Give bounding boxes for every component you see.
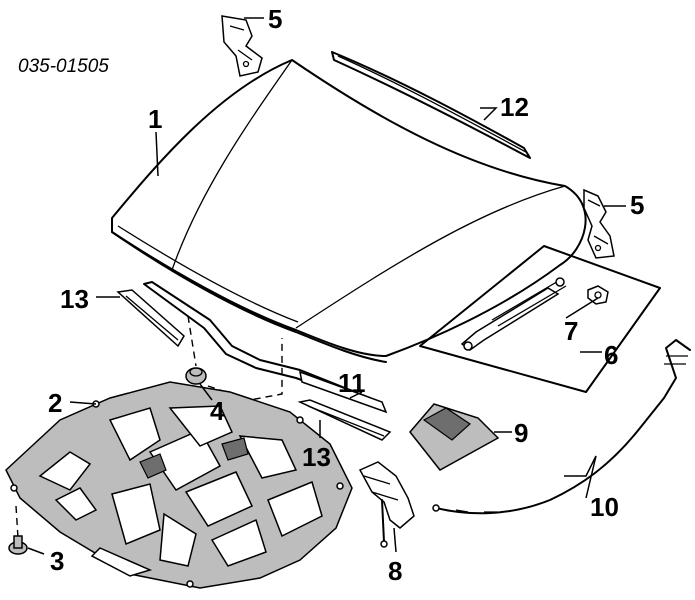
callout-1: 1 (148, 104, 162, 134)
hood-insulator-clip (8, 505, 28, 555)
hood-latch (358, 461, 415, 548)
callout-3: 3 (50, 546, 64, 576)
hood-strip (299, 370, 388, 414)
callout-12: 12 (500, 92, 529, 122)
hood-bracket-left (116, 289, 185, 348)
hood-hinge-left (221, 15, 263, 77)
callout-4: 4 (210, 396, 225, 426)
callout-5-top: 5 (268, 4, 282, 34)
hood-panel (111, 59, 587, 363)
hood-release-cable (432, 339, 691, 515)
callout-5-right: 5 (630, 190, 644, 220)
hood-seal (331, 51, 531, 159)
callout-8: 8 (388, 556, 402, 586)
hood-bumper (185, 367, 207, 385)
part-code-label: 035-01505 (18, 56, 109, 77)
leader-lines (27, 17, 626, 555)
callout-2: 2 (48, 388, 62, 418)
callout-13-lower: 13 (302, 442, 331, 472)
callout-11: 11 (338, 368, 366, 398)
lift-support-clip (587, 285, 609, 305)
callout-6: 6 (604, 340, 618, 370)
alignment-line-rod (207, 338, 283, 401)
alignment-line-bumper (187, 315, 197, 367)
callout-7: 7 (564, 316, 578, 346)
callout-10: 10 (590, 492, 619, 522)
hood-hinge-right (583, 188, 615, 259)
hood-bracket-lower (297, 399, 392, 441)
callout-9: 9 (514, 418, 528, 448)
hood-lock-cover (409, 403, 500, 471)
hood-inner-panel (5, 381, 353, 589)
callout-13-left: 13 (60, 284, 89, 314)
lift-support-kit (419, 245, 661, 393)
